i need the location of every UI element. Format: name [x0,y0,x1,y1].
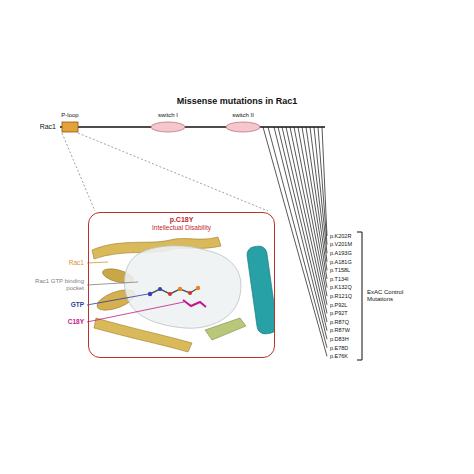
switch-oval [226,122,260,132]
mutation-line [314,127,327,253]
mutation-line [322,127,327,236]
mutation-label: p.R87Q [330,319,370,326]
protein-name: Rac1 [26,123,56,131]
mutation-line [286,127,327,313]
mutation-label: p.T158L [330,267,370,274]
mutation-label: p.A193G [330,250,370,257]
mutation-line [298,127,327,288]
structure-label: C18Y [54,318,84,326]
leader-line [87,294,148,305]
gtp-sticks [150,288,198,294]
mutation-label: p.V201M [330,241,370,248]
mutation-sticks [183,300,206,307]
mutation-label: p.E78D [330,345,370,352]
switch-oval [151,122,185,132]
atom [188,291,192,295]
mutation-label: p.R121Q [330,293,370,300]
mutation-label: p.P92L [330,302,370,309]
mutation-line [263,127,327,356]
zoom-line [62,133,95,211]
structure-label: GTP [54,301,84,309]
mutation-label: p.K202R [330,233,370,240]
mutation-line [306,127,327,270]
structure-label: Rac1 GTP binding pocket [32,278,84,292]
domain-label: switch I [146,112,190,119]
surface [124,246,241,328]
mutation-label: p.D83H [330,336,370,343]
mutation-label: p.E76K [330,353,370,360]
p-loop-box [62,122,78,132]
mutation-line [278,127,327,331]
phenotype-label: Intellectual Disability [94,224,269,232]
mutation-line [294,127,327,296]
domain-label: P-loop [50,112,90,119]
inset-box: p.C18YIntellectual Disability [88,212,275,358]
mutation-line [274,127,327,339]
mutation-line [282,127,327,322]
domain-label: switch II [221,112,265,119]
atom [148,292,152,296]
mutation-label: p.A181G [330,259,370,266]
mutation-label: p.T134I [330,276,370,283]
mutation-title: p.C18Y [94,216,269,224]
zoom-line [78,133,268,211]
atom [196,286,200,290]
figure-title: Missense mutations in Rac1 [0,96,474,107]
mutation-label: p.R87W [330,327,370,334]
leader-line [87,262,108,264]
atom [168,292,172,296]
atom [158,287,162,291]
bracket [357,232,362,360]
leader-line [87,282,138,285]
structure-label: Rac1 [54,259,84,267]
protein-structure [92,237,274,352]
mutation-label: p.K132Q [330,284,370,291]
protein-bar [60,126,325,127]
group-label: ExAC Control Mutations [367,289,422,303]
atom [178,287,182,291]
mutation-label: p.P92T [330,310,370,317]
leader-line [87,302,184,322]
mutation-line [268,127,327,348]
helix [246,245,274,335]
